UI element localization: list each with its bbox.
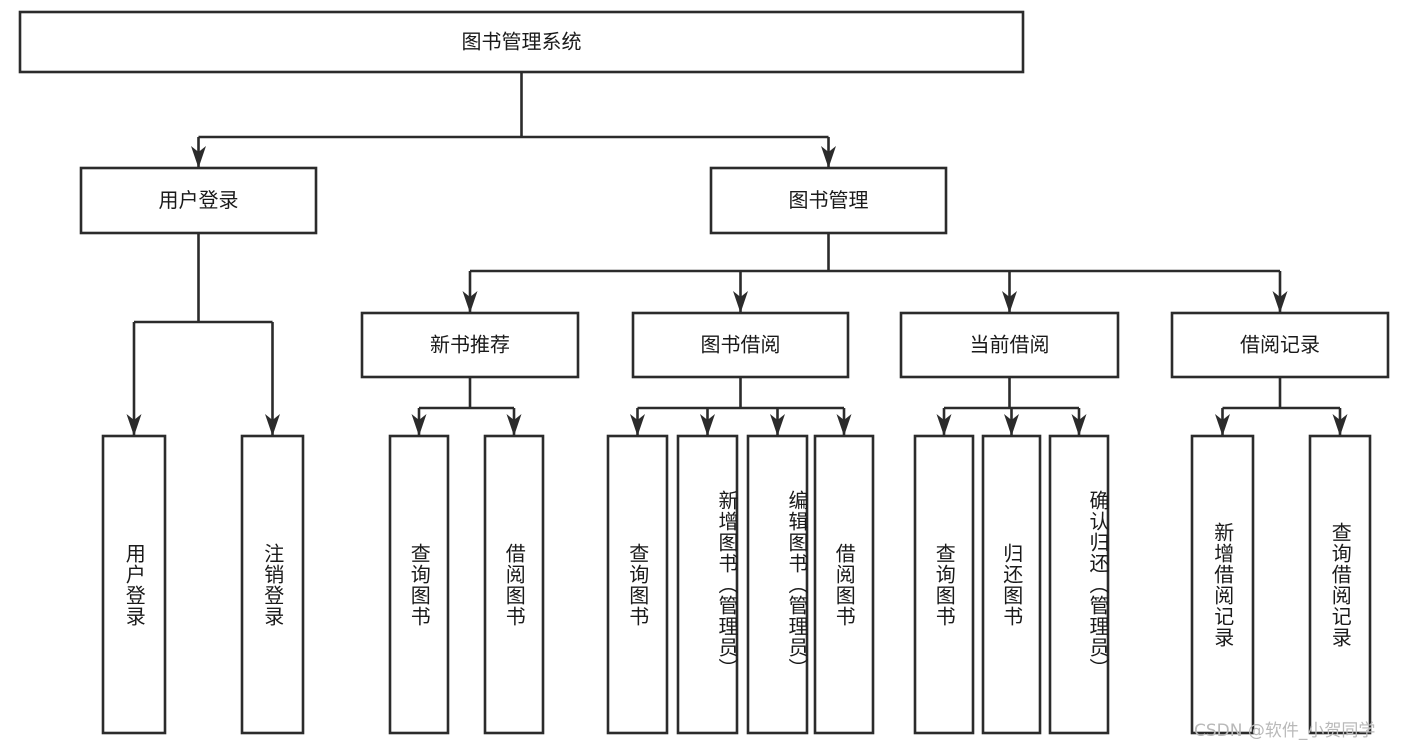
node-leaf-query-book-2[interactable] xyxy=(606,434,669,735)
node-label-new-book-recommend: 新书推荐 xyxy=(430,333,510,357)
arrow-head-icon xyxy=(191,146,206,168)
arrow-head-icon xyxy=(411,414,427,436)
arrow-head-icon xyxy=(1215,414,1230,436)
arrow-head-icon xyxy=(733,291,748,313)
node-label-book-borrow: 图书借阅 xyxy=(701,333,781,357)
node-label-current-borrow: 当前借阅 xyxy=(970,333,1050,357)
arrow-head-icon xyxy=(821,146,836,168)
node-leaf-confirm-return[interactable] xyxy=(1048,434,1110,735)
arrow-head-icon xyxy=(265,414,280,436)
node-leaf-edit-book[interactable] xyxy=(746,434,809,735)
node-root[interactable] xyxy=(18,10,1025,74)
node-leaf-add-borrow-record[interactable] xyxy=(1190,434,1255,735)
arrow-head-icon xyxy=(770,414,785,436)
arrow-head-icon xyxy=(1272,291,1288,313)
node-new-book-recommend[interactable] xyxy=(360,311,580,379)
node-leaf-query-book-1[interactable] xyxy=(388,434,450,735)
node-borrow-record[interactable] xyxy=(1170,311,1390,379)
node-leaf-query-book-3[interactable] xyxy=(913,434,975,735)
node-leaf-logout-login[interactable] xyxy=(240,434,305,735)
watermark: CSDN @软件_小贺同学 xyxy=(1194,721,1376,741)
arrow-head-icon xyxy=(506,414,522,436)
node-leaf-user-login[interactable] xyxy=(101,434,167,735)
arrow-head-icon xyxy=(462,291,478,313)
node-user-login[interactable] xyxy=(79,166,318,235)
connector-layer xyxy=(126,72,1348,436)
node-label-root: 图书管理系统 xyxy=(462,30,582,54)
arrow-head-icon xyxy=(1002,291,1017,313)
node-leaf-borrow-book-1[interactable] xyxy=(483,434,545,735)
arrow-head-icon xyxy=(126,414,142,436)
node-label-user-login: 用户登录 xyxy=(159,188,239,212)
node-leaf-return-book[interactable] xyxy=(981,434,1042,735)
arrow-head-icon xyxy=(836,414,852,436)
arrow-head-icon xyxy=(700,414,715,436)
arrow-head-icon xyxy=(1071,414,1087,436)
node-current-borrow[interactable] xyxy=(899,311,1120,379)
arrow-head-icon xyxy=(936,414,952,436)
node-book-borrow[interactable] xyxy=(631,311,850,379)
node-leaf-query-borrow-record[interactable] xyxy=(1308,434,1372,735)
arrow-head-icon xyxy=(1332,414,1348,436)
node-leaf-borrow-book-2[interactable] xyxy=(813,434,875,735)
arrow-head-icon xyxy=(630,414,645,436)
arrow-head-icon xyxy=(1004,414,1019,436)
node-label-book-manage: 图书管理 xyxy=(789,188,869,212)
node-leaf-add-book[interactable] xyxy=(676,434,739,735)
node-label-borrow-record: 借阅记录 xyxy=(1240,333,1320,357)
node-book-manage[interactable] xyxy=(709,166,948,235)
